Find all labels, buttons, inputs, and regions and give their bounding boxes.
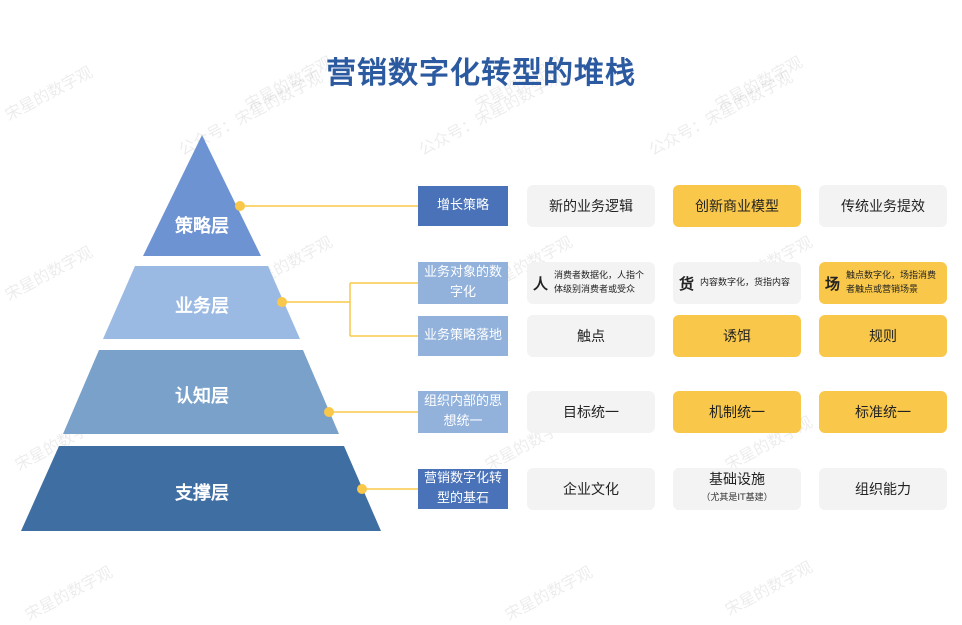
connector-dots [235, 201, 367, 494]
connector-lines [240, 205, 418, 490]
card-organizational-capability: 组织能力 [819, 468, 947, 510]
card-unified-goals: 目标统一 [527, 391, 655, 433]
card-people-desc: 消费者数据化，人指个体级别消费者或受众 [554, 271, 645, 295]
page-title: 营销数字化转型的堆栈 [326, 56, 636, 91]
card-goods-digitization: 货 内容数字化，货指内容 [673, 262, 801, 304]
card-new-business-logic: 新的业务逻辑 [527, 185, 655, 227]
card-touchpoint: 触点 [527, 315, 655, 357]
card-people-digitization: 人 消费者数据化，人指个体级别消费者或受众 [527, 262, 655, 304]
category-growth-strategy: 增长策略 [418, 186, 508, 226]
pyramid-layer-business [103, 266, 300, 339]
pyramid-diagram [21, 135, 418, 531]
card-goods-desc: 内容数字化，货指内容 [700, 278, 791, 288]
layer-label-cognition: 认知层 [175, 386, 229, 407]
card-goods-letter: 货 [679, 274, 695, 293]
card-infrastructure: 基础设施 （尤其是IT基建） [673, 468, 801, 510]
card-traditional-efficiency: 传统业务提效 [819, 185, 947, 227]
pyramid-layer-support [21, 446, 381, 531]
pyramid-layer-cognition [63, 350, 339, 434]
card-infrastructure-title: 基础设施 [709, 472, 765, 488]
card-corporate-culture: 企业文化 [527, 468, 655, 510]
layer-label-business: 业务层 [175, 296, 229, 317]
card-rules: 规则 [819, 315, 947, 357]
card-unified-standards: 标准统一 [819, 391, 947, 433]
pyramid-layer-strategy [143, 135, 261, 256]
category-foundation: 营销数字化转型的基石 [418, 469, 508, 509]
card-infrastructure-note: （尤其是IT基建） [701, 493, 773, 503]
category-business-objects-digitization: 业务对象的数字化 [418, 262, 508, 304]
card-unified-mechanism: 机制统一 [673, 391, 801, 433]
category-business-strategy-landing: 业务策略落地 [418, 316, 508, 356]
layer-label-support: 支撑层 [175, 483, 229, 504]
card-people-letter: 人 [533, 274, 549, 293]
card-scene-digitization: 场 触点数字化，场指消费者触点或营销场景 [819, 262, 947, 304]
layer-label-strategy: 策略层 [175, 216, 229, 237]
card-bait: 诱饵 [673, 315, 801, 357]
card-scene-letter: 场 [825, 274, 841, 293]
card-scene-desc: 触点数字化，场指消费者触点或营销场景 [846, 271, 937, 295]
category-organization-alignment: 组织内部的思想统一 [418, 391, 508, 433]
card-innovative-business-model: 创新商业模型 [673, 185, 801, 227]
